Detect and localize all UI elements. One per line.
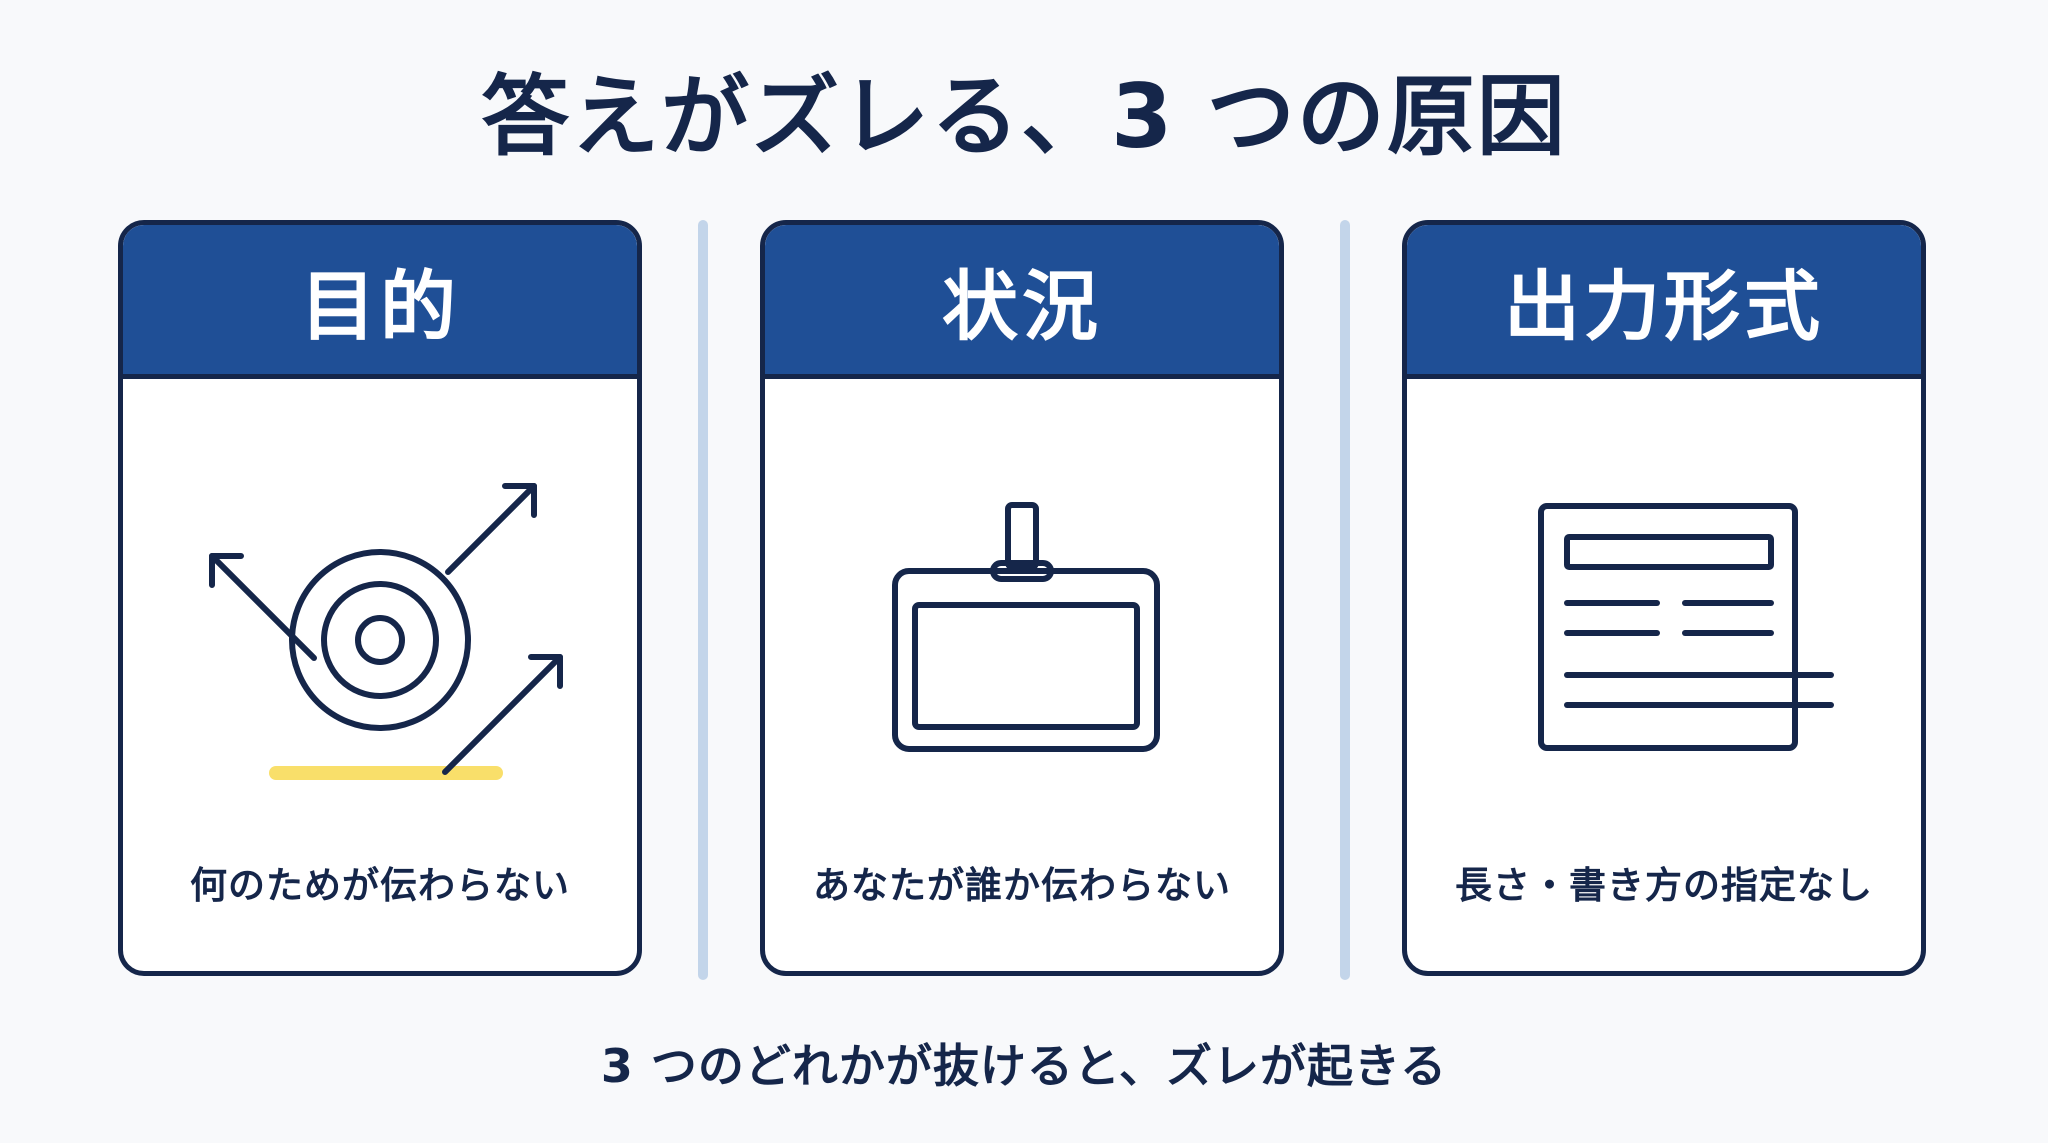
divider — [1340, 220, 1350, 980]
card-output-format: 出力形式 長さ・書き方の指定なし — [1402, 220, 1926, 976]
card-heading: 出力形式 — [1407, 225, 1921, 379]
divider — [698, 220, 708, 980]
card-caption: 長さ・書き方の指定なし — [1455, 864, 1873, 907]
summary-text: 3 つのどれかが抜けると、ズレが起きる — [600, 1039, 1448, 1093]
document-format-icon — [1407, 415, 1921, 805]
card-situation: 状況 あなたが誰か伝わらない — [760, 220, 1284, 976]
card-heading: 目的 — [123, 225, 637, 379]
card-caption: 何のためが伝わらない — [190, 864, 570, 907]
id-badge-icon — [765, 415, 1279, 805]
card-heading: 状況 — [765, 225, 1279, 379]
page-title: 答えがズレる、3 つの原因 — [481, 65, 1567, 168]
card-purpose: 目的 何のためが伝わらない — [118, 220, 642, 976]
target-arrows-icon — [123, 415, 637, 805]
card-caption: あなたが誰か伝わらない — [813, 864, 1231, 907]
